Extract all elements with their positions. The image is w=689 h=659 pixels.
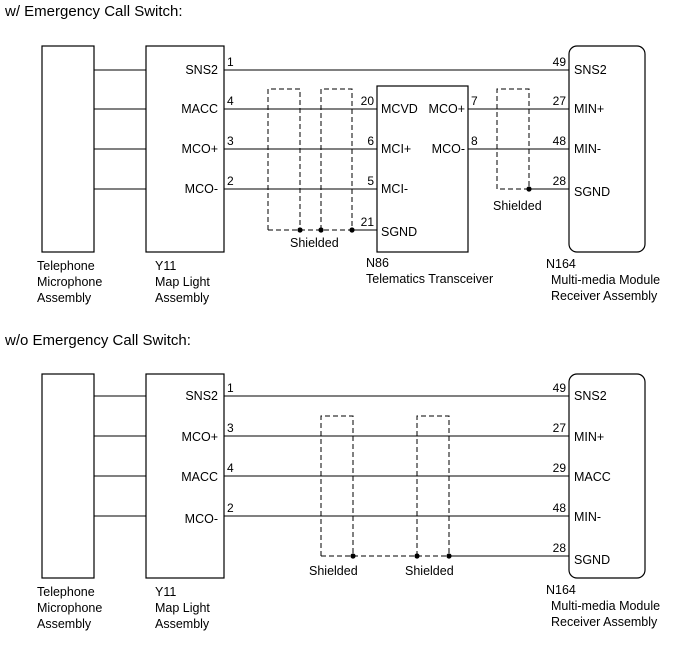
top-y11-terminal-sns2: SNS2: [185, 63, 218, 77]
bottom-n164-code: N164: [546, 583, 576, 597]
bottom-shield-label-1: Shielded: [309, 564, 358, 578]
bottom-shield-1: [320, 415, 354, 556]
bottom-n164-pin-49: 49: [553, 381, 567, 395]
bottom-n164-name-2: Receiver Assembly: [551, 615, 658, 629]
top-y11-terminal-macc: MACC: [181, 102, 218, 116]
bottom-shield-dot-1: [350, 553, 356, 559]
bottom-n164-pin-48: 48: [553, 501, 567, 515]
top-y11-pin-2: 2: [227, 174, 234, 188]
top-n86-pin-5: 5: [367, 174, 374, 188]
top-shield-dot-3: [349, 227, 355, 233]
top-telephone-label-1: Telephone: [37, 259, 95, 273]
top-map-light-box: [145, 45, 225, 253]
top-y11-pin-1: 1: [227, 55, 234, 69]
bottom-map-light-box: [145, 373, 225, 579]
top-n164-name-2: Receiver Assembly: [551, 289, 658, 303]
top-n164-terminal-sns2: SNS2: [574, 63, 607, 77]
bottom-shield-dot-3: [446, 553, 452, 559]
bottom-n164-terminal-min-minus: MIN-: [574, 510, 601, 524]
top-telephone-microphone-box: [41, 45, 95, 253]
top-n164-pin-28: 28: [553, 174, 567, 188]
top-y11-name-2: Assembly: [155, 291, 210, 305]
top-shield-left-2: [320, 88, 353, 230]
top-n164-pin-27: 27: [553, 94, 567, 108]
bottom-y11-code: Y11: [155, 585, 176, 599]
bottom-shield-2: [416, 415, 450, 556]
top-n86-terminal-mci-minus: MCI-: [381, 182, 408, 196]
top-n86-terminal-mcvd: MCVD: [381, 102, 418, 116]
top-n164-pin-49: 49: [553, 55, 567, 69]
bottom-n164-pin-27: 27: [553, 421, 567, 435]
bottom-y11-terminal-mco-plus: MCO+: [182, 430, 218, 444]
top-n164-terminal-min-minus: MIN-: [574, 142, 601, 156]
bottom-n164-pin-28: 28: [553, 541, 567, 555]
top-n86-pin-20: 20: [361, 94, 375, 108]
bottom-shield-dot-2: [414, 553, 420, 559]
bottom-n164-terminal-min-plus: MIN+: [574, 430, 604, 444]
top-heading: w/ Emergency Call Switch:: [4, 3, 183, 20]
top-shield-left-1: [267, 88, 301, 230]
top-n164-code: N164: [546, 257, 576, 271]
top-n86-name-1: Telematics Transceiver: [366, 272, 493, 286]
top-shield-label-left: Shielded: [290, 236, 339, 250]
bottom-y11-pin-4: 4: [227, 461, 234, 475]
bottom-y11-name-1: Map Light: [155, 601, 210, 615]
top-n86-terminal-mco-plus: MCO+: [429, 102, 465, 116]
top-telephone-label-2: Microphone: [37, 275, 102, 289]
top-n86-pin-8: 8: [471, 134, 478, 148]
bottom-y11-terminal-macc: MACC: [181, 470, 218, 484]
top-n86-terminal-mci-plus: MCI+: [381, 142, 411, 156]
bottom-n164-terminal-sns2: SNS2: [574, 389, 607, 403]
top-shield-label-right: Shielded: [493, 199, 542, 213]
bottom-heading: w/o Emergency Call Switch:: [4, 332, 191, 349]
top-y11-name-1: Map Light: [155, 275, 210, 289]
top-shield-right: [496, 88, 530, 190]
top-y11-pin-3: 3: [227, 134, 234, 148]
top-n164-terminal-min-plus: MIN+: [574, 102, 604, 116]
bottom-n164-terminal-macc: MACC: [574, 470, 611, 484]
top-shield-dot-1: [297, 227, 303, 233]
top-n86-pin-6: 6: [367, 134, 374, 148]
bottom-telephone-label-1: Telephone: [37, 585, 95, 599]
top-n164-pin-48: 48: [553, 134, 567, 148]
bottom-y11-pin-3: 3: [227, 421, 234, 435]
top-n86-code: N86: [366, 256, 389, 270]
bottom-y11-pin-1: 1: [227, 381, 234, 395]
top-shield-dot-2: [318, 227, 324, 233]
bottom-telephone-label-2: Microphone: [37, 601, 102, 615]
bottom-n164-terminal-sgnd: SGND: [574, 553, 610, 567]
top-n164-name-1: Multi-media Module: [551, 273, 660, 287]
top-n164-terminal-sgnd: SGND: [574, 185, 610, 199]
top-y11-terminal-mco-minus: MCO-: [185, 182, 218, 196]
bottom-y11-pin-2: 2: [227, 501, 234, 515]
top-n86-pin-21: 21: [361, 215, 375, 229]
bottom-y11-terminal-sns2: SNS2: [185, 389, 218, 403]
top-telematics-transceiver-box: [376, 85, 469, 253]
top-n86-pin-7: 7: [471, 94, 478, 108]
top-y11-code: Y11: [155, 259, 176, 273]
bottom-y11-name-2: Assembly: [155, 617, 210, 631]
bottom-y11-terminal-mco-minus: MCO-: [185, 512, 218, 526]
bottom-n164-pin-29: 29: [553, 461, 567, 475]
bottom-telephone-microphone-box: [41, 373, 95, 579]
bottom-telephone-label-3: Assembly: [37, 617, 92, 631]
top-n86-terminal-sgnd: SGND: [381, 225, 417, 239]
bottom-n164-name-1: Multi-media Module: [551, 599, 660, 613]
top-telephone-label-3: Assembly: [37, 291, 92, 305]
top-y11-pin-4: 4: [227, 94, 234, 108]
top-y11-terminal-mco-plus: MCO+: [182, 142, 218, 156]
bottom-shield-label-2: Shielded: [405, 564, 454, 578]
top-n86-terminal-mco-minus: MCO-: [432, 142, 465, 156]
top-shield-dot-4: [526, 186, 532, 192]
